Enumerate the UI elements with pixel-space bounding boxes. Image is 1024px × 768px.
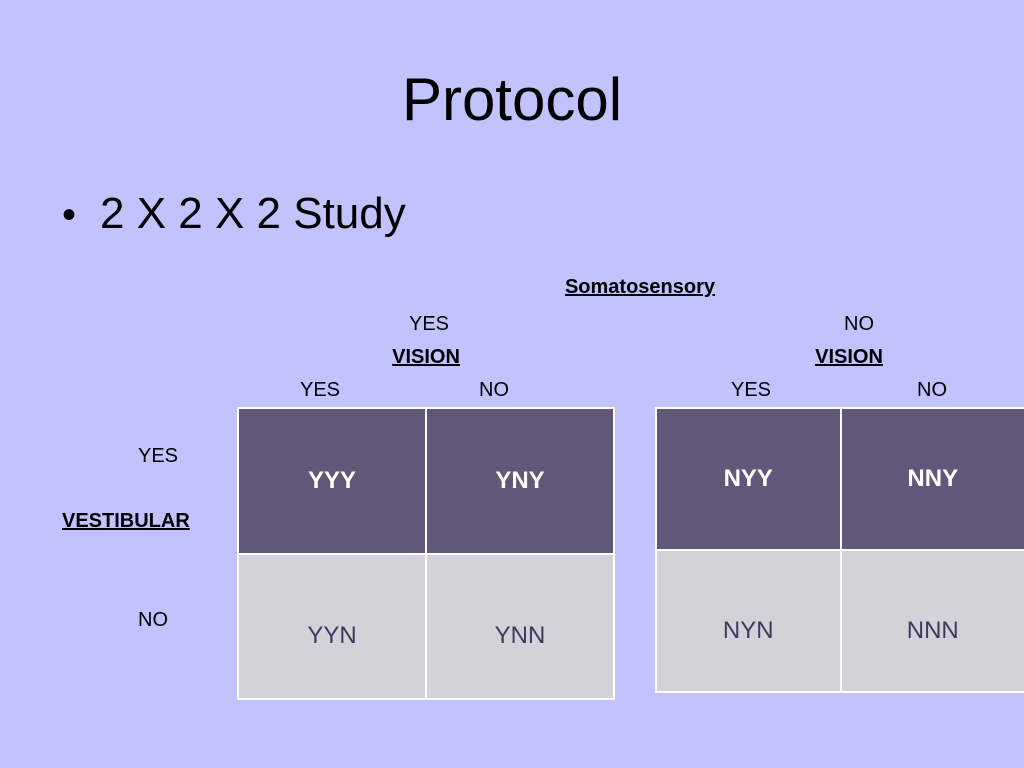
bullet-item: • 2 X 2 X 2 Study [62, 188, 406, 241]
bullet-text: 2 X 2 X 2 Study [100, 189, 406, 238]
condition-cell: NYY [657, 409, 840, 549]
vestibular-no-label: NO [138, 609, 168, 631]
condition-cell: YNN [427, 554, 613, 698]
slide-title: Protocol [401, 66, 623, 133]
somatosensory-no-label: NO [844, 313, 874, 335]
vision-yes-label-right: YES [730, 379, 772, 401]
condition-cell: YYN [239, 554, 425, 698]
vision-no-label-left: NO [479, 379, 509, 401]
vision-header-right: VISION [815, 346, 883, 368]
condition-cell: NNY [841, 409, 1024, 549]
condition-cell: YYY [239, 409, 425, 553]
vision-no-label-right: NO [917, 379, 947, 401]
condition-table-somatosensory-no: NYY NNY NYN NNN [655, 407, 1024, 693]
condition-cell: NYN [657, 551, 840, 691]
somatosensory-yes-label: YES [408, 313, 450, 335]
vision-header-left: VISION [392, 346, 460, 368]
somatosensory-header: Somatosensory [564, 276, 716, 298]
vestibular-header: VESTIBULAR [62, 510, 190, 532]
vision-yes-label-left: YES [299, 379, 341, 401]
condition-cell: YNY [427, 409, 613, 553]
bullet-icon: • [62, 193, 77, 237]
condition-cell: NNN [841, 551, 1024, 691]
vestibular-yes-label: YES [138, 445, 179, 467]
condition-table-somatosensory-yes: YYY YNY YYN YNN [237, 407, 615, 700]
